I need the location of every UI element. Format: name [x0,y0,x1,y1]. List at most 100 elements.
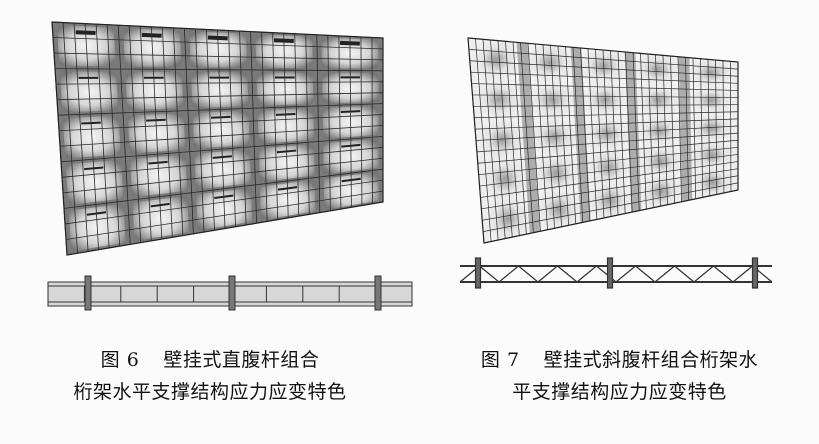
mesh-line [480,161,739,198]
strip-diagonal [713,265,734,283]
mesh-line [59,125,384,147]
mesh-line [272,32,279,220]
mesh-line [184,28,194,234]
strip-diagonal [557,265,578,283]
figure-7: 图 7 壁挂式斜腹杆组合桁架水 平支撑结构应力应变特色 [420,0,819,444]
mesh-line [305,34,310,215]
stress-cell [689,86,733,114]
strip-diagonal [635,265,656,283]
mesh-line [261,32,268,222]
mesh-line [128,25,142,243]
strip-diagonal [576,265,597,283]
mesh-line [294,33,300,217]
stress-cell [635,53,680,86]
mesh-line [360,36,363,206]
mesh-line [139,26,152,241]
figure-number: 图 7 [480,349,520,371]
mesh-line [161,27,173,238]
mesh-line [62,157,384,194]
mesh-line [283,33,289,218]
truss-strip-diagonal-web [459,257,773,289]
stress-cell [534,153,579,193]
mesh-line [469,60,739,77]
mesh-line [474,111,739,119]
mesh-line [63,168,384,209]
stress-cell [529,81,575,118]
mesh-line [468,49,739,70]
mesh-line [470,71,739,84]
stress-contour-panel [51,21,384,256]
mesh-line [239,31,247,225]
mesh-line [217,29,226,229]
strip-diagonal [615,265,636,283]
mesh-line [478,146,739,176]
strip-diagonal [732,265,753,283]
mesh-line [316,34,321,213]
stress-cell [476,79,522,120]
mesh-line [472,94,739,98]
mesh-line [471,83,739,91]
stress-cell [527,44,573,82]
stress-contour-panel [467,37,739,244]
figure-6: 图 6 壁挂式直腹杆组合 桁架水平支撑结构应力应变特色 [47,21,413,403]
mesh-line [53,52,384,61]
mesh-line [150,26,163,240]
mesh-line [172,27,184,236]
mesh-line [483,182,739,232]
caption-text: 桁架水平支撑结构应力应变特色 [73,381,347,403]
strip-diagonal [498,265,519,283]
mesh-line [250,31,257,224]
stress-cell [532,118,577,156]
mesh-line [84,23,99,250]
mesh-line [95,24,110,248]
stress-cell [689,58,733,87]
mesh-line [479,154,739,187]
mesh-line [475,125,739,141]
mesh-line [117,25,131,245]
stress-cell [636,84,680,116]
truss-strip-straight-web [47,275,413,311]
mesh-line [371,37,373,204]
mesh-line [65,190,384,240]
figure-7-image [459,37,773,289]
caption-text: 壁挂式斜腹杆组合桁架水 [543,349,759,371]
mesh-line [338,35,342,210]
mesh-line [327,35,331,211]
strip-diagonal [537,265,558,283]
strip-diagonal [674,265,695,283]
mesh-line [60,136,384,163]
figure-6-image [47,21,413,311]
strip-diagonal [479,265,500,283]
mesh-line [62,22,78,254]
strip-post [84,275,92,311]
caption-text: 壁挂式直腹杆组合 [163,349,320,371]
mesh-line [73,23,89,252]
mesh-line [55,81,384,85]
mesh-line [481,168,739,210]
mesh-line [64,179,384,225]
mesh-line [61,146,384,178]
stress-cell [691,139,733,171]
mesh-line [228,30,236,227]
caption-text: 平支撑结构应力应变特色 [512,381,727,403]
strip-post [474,257,482,289]
stress-cell [537,188,581,231]
mesh-line [349,36,352,208]
mesh-line [476,132,739,153]
strip-post [228,275,236,311]
mesh-line [473,104,739,107]
strip-post [374,275,382,311]
mesh-line [195,28,205,233]
mesh-line [54,68,384,72]
figure-number: 图 6 [100,349,140,371]
mesh-line [206,29,215,231]
mesh-line [56,92,384,101]
mesh-line [58,114,384,132]
mesh-line [482,175,739,221]
mesh-line [52,37,384,50]
strip-diagonal [654,265,675,283]
mesh-line [475,118,739,130]
strip-diagonal [518,265,539,283]
mesh-line [106,24,121,247]
